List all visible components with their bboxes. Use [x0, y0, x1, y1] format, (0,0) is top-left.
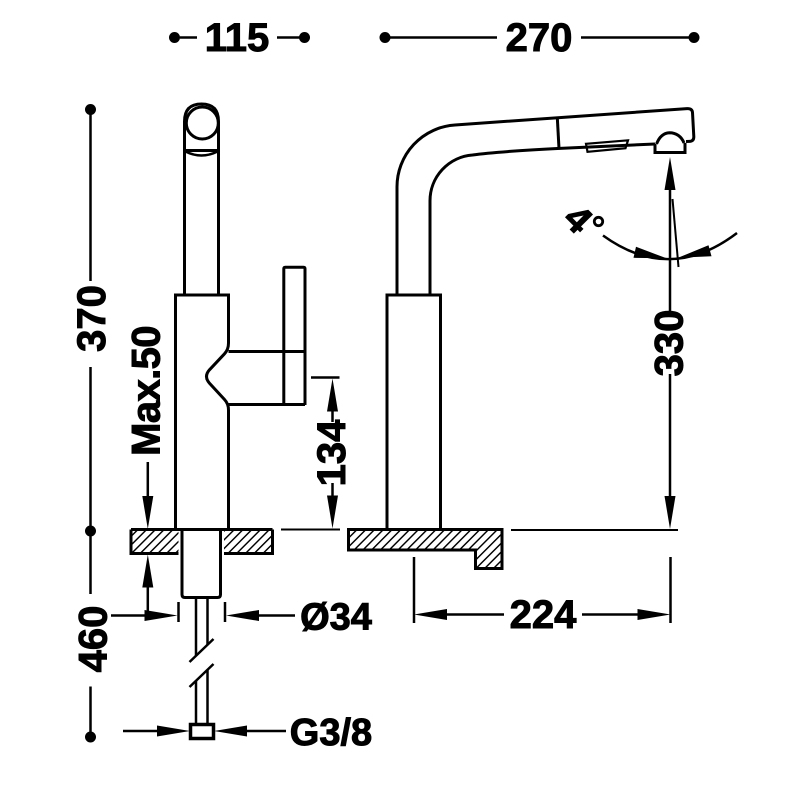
svg-text:G3/8: G3/8 [290, 712, 372, 754]
svg-text:4: 4 [555, 197, 600, 242]
svg-text:115: 115 [205, 16, 270, 60]
svg-text:224: 224 [510, 593, 577, 637]
svg-text:Ø34: Ø34 [300, 597, 372, 639]
svg-text:270: 270 [506, 16, 573, 60]
svg-text:460: 460 [71, 606, 115, 673]
svg-text:330: 330 [648, 310, 692, 377]
svg-text:134: 134 [310, 419, 354, 486]
svg-text:Max.50: Max.50 [125, 326, 169, 456]
svg-text:370: 370 [70, 285, 114, 352]
